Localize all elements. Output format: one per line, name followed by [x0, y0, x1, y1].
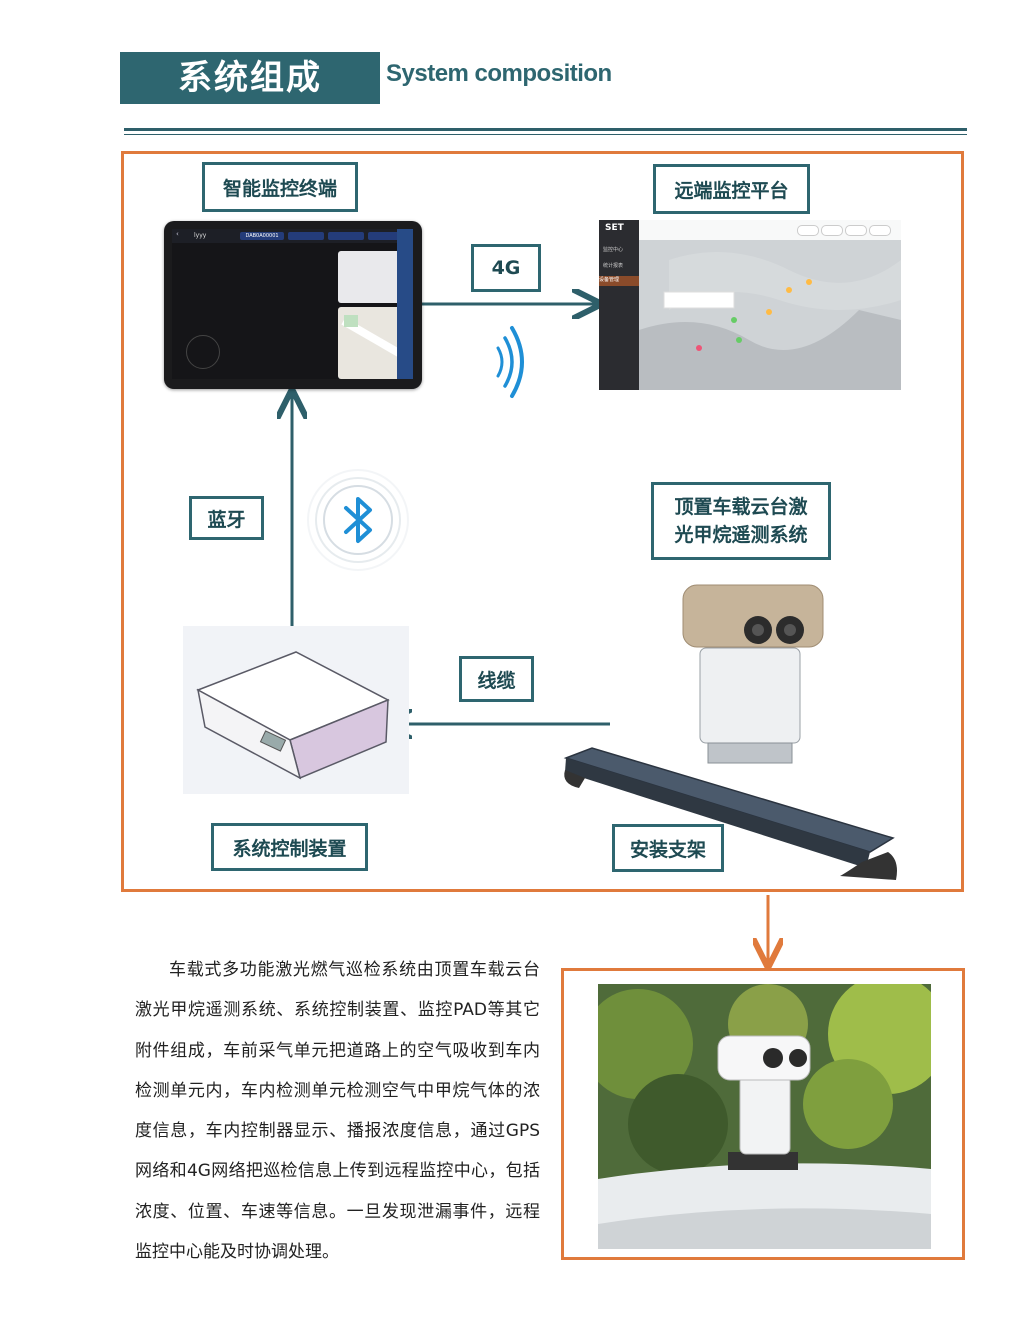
- header-rule-thin: [124, 134, 967, 135]
- platform-map: [639, 252, 901, 390]
- laser-gimbal-illustration: [682, 584, 824, 764]
- platform-menu-2[interactable]: 统计报表: [603, 263, 624, 269]
- label-bluetooth: 蓝牙: [189, 496, 264, 540]
- label-controller: 系统控制装置: [211, 823, 368, 871]
- tablet-readout-panel: [338, 251, 404, 303]
- bluetooth-icon: [344, 497, 372, 543]
- tablet-screen: ‹ lyyy DAB0A00001: [172, 229, 405, 379]
- joystick-control[interactable]: [186, 335, 220, 369]
- platform-menu-3[interactable]: 设备管理: [599, 276, 639, 286]
- label-4g: 4G: [471, 244, 541, 292]
- label-terminal: 智能监控终端: [202, 162, 358, 212]
- tablet-mini-map[interactable]: [338, 307, 404, 379]
- platform-sidebar: SET 监控中心 统计报表 设备管理: [599, 220, 639, 390]
- controller-box-illustration: [183, 626, 409, 794]
- tablet-side-menu[interactable]: [397, 229, 413, 379]
- tablet-button-1[interactable]: [288, 232, 324, 240]
- label-methane-system: 顶置车载云台激 光甲烷遥测系统: [651, 482, 831, 560]
- description-paragraph: 车载式多功能激光燃气巡检系统由顶置车载云台激光甲烷遥测系统、系统控制装置、监控P…: [135, 960, 540, 1263]
- platform-logo: SET: [605, 223, 624, 233]
- header-rule-thick: [124, 128, 967, 131]
- map-park: [344, 315, 358, 327]
- label-cable: 线缆: [459, 656, 534, 702]
- platform-btn-3[interactable]: [845, 225, 867, 236]
- label-methane-system-line1: 顶置车载云台激: [674, 496, 808, 518]
- label-mount: 安装支架: [612, 824, 724, 872]
- platform-btn-4[interactable]: [869, 225, 891, 236]
- tablet-button-2[interactable]: [328, 232, 364, 240]
- section-title-en: System composition: [386, 60, 612, 87]
- photo-illustration: [598, 984, 931, 1249]
- label-methane-system-line2: 光甲烷遥测系统: [674, 524, 808, 546]
- back-icon[interactable]: ‹: [176, 230, 179, 238]
- installed-device-photo: [598, 984, 931, 1249]
- platform-toolbar: [639, 220, 901, 240]
- platform-menu-1[interactable]: 监控中心: [603, 247, 624, 253]
- platform-btn-2[interactable]: [821, 225, 843, 236]
- wireless-waves-icon: [496, 326, 524, 398]
- bluetooth-glow: [307, 469, 409, 571]
- section-title-cn: 系统组成: [120, 52, 380, 104]
- tablet-topbar: ‹ lyyy DAB0A00001: [172, 229, 405, 243]
- platform-screenshot: SET 监控中心 统计报表 设备管理: [599, 220, 901, 390]
- tablet-user: lyyy: [194, 232, 207, 239]
- mount-rail-illustration: [563, 747, 897, 880]
- photo-frame: [561, 968, 965, 1260]
- platform-btn-1[interactable]: [797, 225, 819, 236]
- tablet-button-3[interactable]: [368, 232, 402, 240]
- diagram-frame: [121, 151, 964, 892]
- device-select[interactable]: DAB0A00001: [240, 232, 284, 240]
- tablet-device: ‹ lyyy DAB0A00001: [164, 221, 422, 389]
- label-platform: 远端监控平台: [653, 164, 810, 214]
